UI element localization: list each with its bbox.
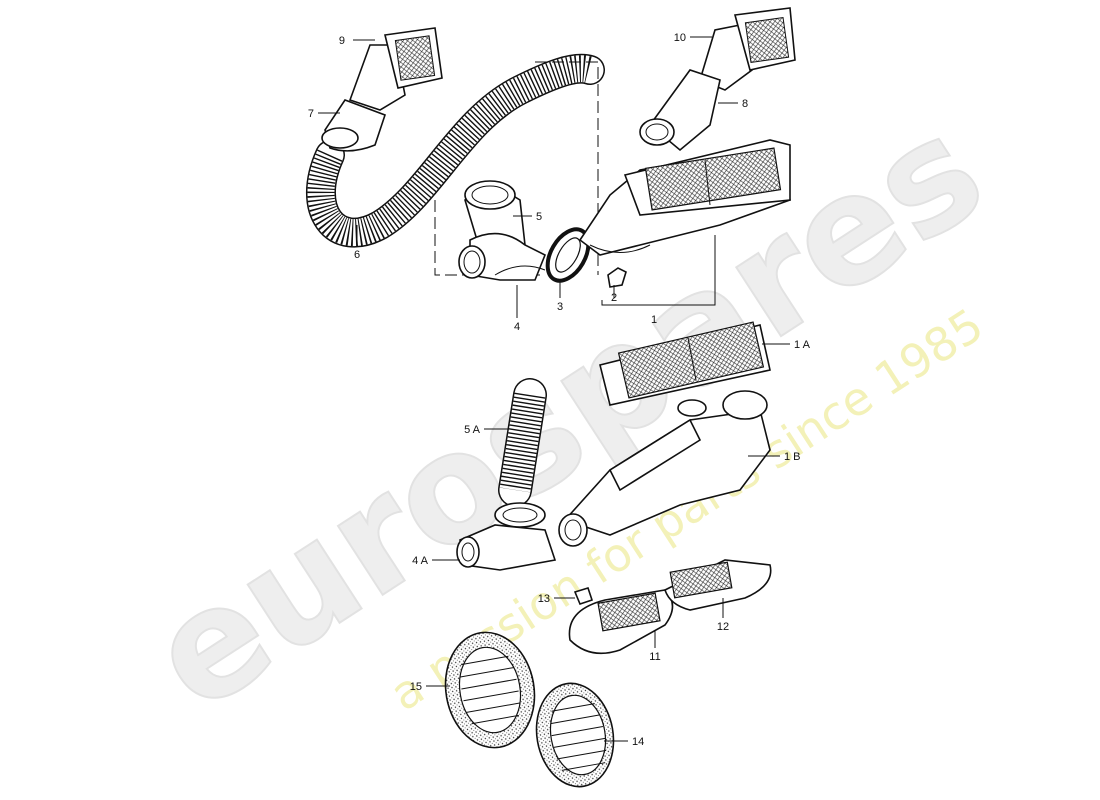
part-2-clip [607,267,627,288]
part-14-oval-grille [535,682,615,788]
part-4a-t-connector [456,502,557,571]
part-1a-vent-panel [599,321,771,406]
part-12-floor-vent [664,559,772,611]
callout-1-bracket [601,235,716,306]
part-10-vent-head [699,7,796,91]
part-4-y-connector [458,232,547,281]
part-5a-corrugated-hose [498,378,547,507]
callout-15: 15 [410,681,422,693]
part-1b-long-duct [558,390,771,547]
callout-1: 1 [651,314,657,326]
callout-9: 9 [339,35,345,47]
callout-10: 10 [674,32,686,44]
callout-2: 2 [611,292,617,304]
part-3-ring-gasket [545,227,591,283]
callout-1a: 1 A [794,339,811,351]
part-13-clip [573,587,594,605]
callout-13: 13 [538,593,550,605]
part-6-corrugated-hose [305,53,605,248]
callout-3: 3 [557,301,563,313]
callout-5a: 5 A [464,424,481,436]
callout-5: 5 [536,211,542,223]
part-1-duct-assembly [578,139,791,256]
part-9-vent-head [348,27,443,111]
dashed-bracket-upper [535,61,599,275]
callout-14: 14 [632,736,644,748]
callout-8: 8 [742,98,748,110]
callout-1b: 1 B [784,451,801,463]
part-15-oval-grille [444,631,536,749]
part-11-floor-vent [568,589,674,655]
part-8-elbow [639,69,721,152]
callout-4a: 4 A [412,555,429,567]
callout-12: 12 [717,621,729,633]
callout-7: 7 [308,108,314,120]
part-5-pipe-section [464,180,526,251]
callout-6: 6 [354,249,360,261]
callout-11: 11 [649,651,660,663]
callout-4: 4 [514,321,520,333]
leader-lines [318,36,790,742]
